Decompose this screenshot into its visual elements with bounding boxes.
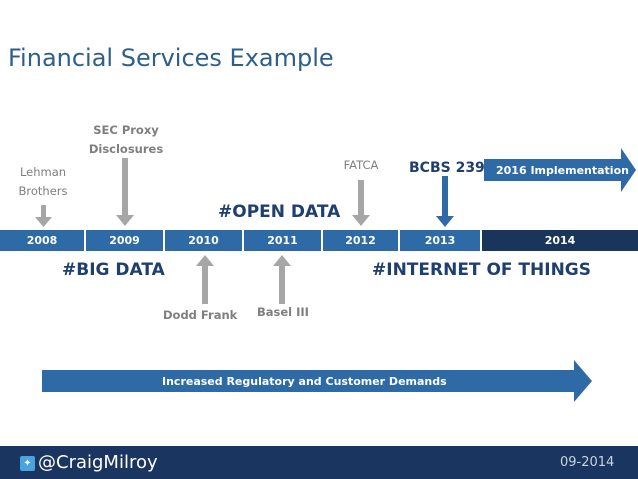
implementation-label: 2016 Implementation bbox=[496, 164, 629, 177]
year-2009: 2009 bbox=[86, 230, 163, 251]
dodd-frank-arrow bbox=[196, 255, 214, 304]
page-title: Financial Services Example bbox=[8, 44, 334, 72]
lehman-arrow bbox=[35, 205, 52, 227]
lehman-label: Lehman Brothers bbox=[18, 165, 68, 198]
hashtag-open-data: #OPEN DATA bbox=[218, 202, 341, 222]
fatca-arrow bbox=[352, 180, 370, 226]
twitter-bird-icon: ✦ bbox=[20, 456, 35, 471]
footer-bar bbox=[0, 446, 638, 479]
basel-arrow bbox=[273, 255, 291, 304]
year-2013: 2013 bbox=[400, 230, 480, 251]
bcbs-label: BCBS 239 bbox=[409, 160, 485, 176]
footer-date: 09-2014 bbox=[560, 455, 615, 470]
bcbs-arrow bbox=[436, 176, 454, 227]
dodd-frank-label: Dodd Frank bbox=[163, 308, 238, 322]
hashtag-big-data: #BIG DATA bbox=[62, 260, 165, 280]
twitter-handle[interactable]: @CraigMilroy bbox=[38, 452, 158, 473]
year-2012: 2012 bbox=[323, 230, 398, 251]
demands-arrow bbox=[42, 360, 592, 402]
year-2010: 2010 bbox=[165, 230, 242, 251]
year-2008: 2008 bbox=[0, 230, 84, 251]
fatca-label: FATCA bbox=[343, 158, 379, 172]
demands-label: Increased Regulatory and Customer Demand… bbox=[162, 375, 447, 388]
sec-label: SEC Proxy Disclosures bbox=[88, 123, 164, 156]
hashtag-iot: #INTERNET OF THINGS bbox=[372, 260, 592, 280]
sec-arrow bbox=[116, 158, 134, 226]
year-2011: 2011 bbox=[244, 230, 321, 251]
year-2014: 2014 bbox=[482, 230, 638, 251]
basel-label: Basel III bbox=[257, 305, 309, 319]
implementation-arrow bbox=[484, 148, 636, 192]
